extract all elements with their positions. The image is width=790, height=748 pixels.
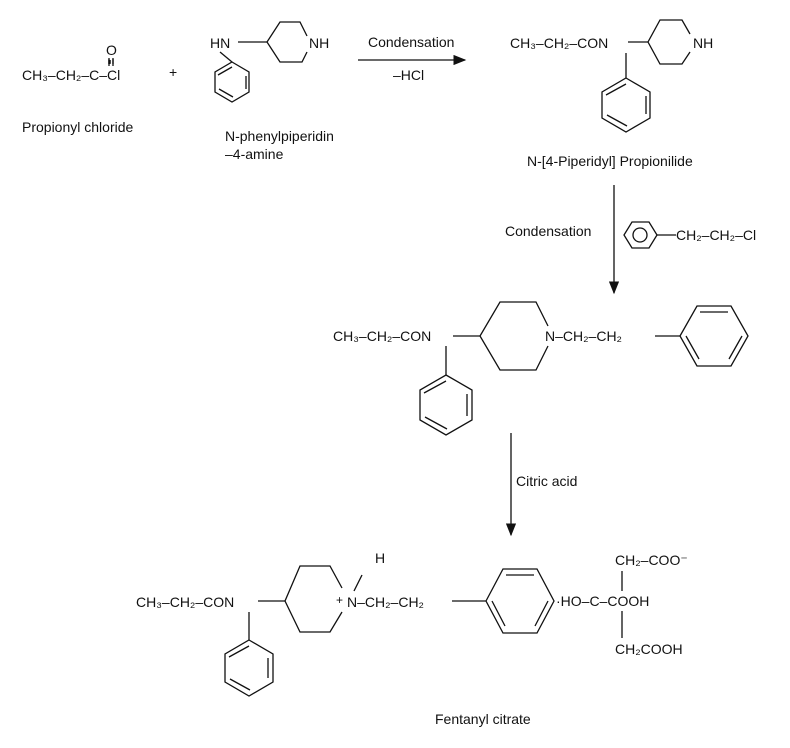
n-4-piperidyl-propionilide: CH₃–CH₂–CON NH N-[4-Piperidyl] Propionil… (510, 19, 713, 169)
phenyl-ring (214, 61, 250, 103)
fentanyl-citrate: CH₃–CH₂–CON + N–CH₂–CH₂ H CH₂–COO⁻ ·HO–C… (136, 550, 688, 727)
citrate-top: CH₂–COO⁻ (615, 552, 688, 568)
plus-sign: + (169, 64, 177, 80)
citrate-bottom: CH₂COOH (615, 641, 683, 657)
step3-reagent: Citric acid (516, 473, 577, 489)
phenyl-ring (419, 374, 473, 436)
step2-reagent: Condensation (505, 223, 591, 239)
benzene-ring (623, 221, 658, 249)
product1-formula: CH₃–CH₂–CON (510, 35, 608, 51)
intermediate-left: CH₃–CH₂–CON (333, 328, 431, 344)
oxygen-label: O (106, 42, 117, 58)
step1-byproduct: –HCl (393, 67, 424, 83)
final-right: N–CH₂–CH₂ (347, 594, 424, 610)
step1-arrow: Condensation –HCl (358, 34, 467, 83)
step3-arrow: Citric acid (505, 433, 577, 537)
n-phenylpiperidin-4-amine: HN NH N-phenylpiperidin –4-amine (210, 21, 334, 162)
final-plus: + (336, 593, 343, 607)
nh-label: NH (309, 35, 329, 51)
propionyl-chloride-name: Propionyl chloride (22, 119, 133, 135)
final-h: H (375, 550, 385, 566)
product1-name: N-[4-Piperidyl] Propionilide (527, 153, 693, 169)
step2-side-chain: CH₂–CH₂–Cl (676, 227, 756, 243)
propionyl-chloride-formula: CH₃–CH₂–C–Cl (22, 67, 120, 83)
phenyl-ring (224, 639, 274, 697)
hn-label: HN (210, 35, 230, 51)
final-left: CH₃–CH₂–CON (136, 594, 234, 610)
step2-arrow: Condensation CH₂–CH₂–Cl (505, 185, 756, 295)
final-name: Fentanyl citrate (435, 711, 531, 727)
step1-reagent: Condensation (368, 34, 454, 50)
citrate-mid: ·HO–C–COOH (556, 593, 649, 609)
amine-name-line1: N-phenylpiperidin (225, 128, 334, 144)
propionyl-chloride: O CH₃–CH₂–C–Cl Propionyl chloride (22, 42, 133, 135)
fentanyl-intermediate: CH₃–CH₂–CON N–CH₂–CH₂ (333, 301, 749, 436)
amine-name-line2: –4-amine (225, 146, 284, 162)
product1-nh-label: NH (693, 35, 713, 51)
benzene-ring (485, 568, 555, 634)
intermediate-right: N–CH₂–CH₂ (545, 328, 622, 344)
phenyl-ring (601, 77, 651, 133)
benzene-ring (679, 305, 749, 367)
